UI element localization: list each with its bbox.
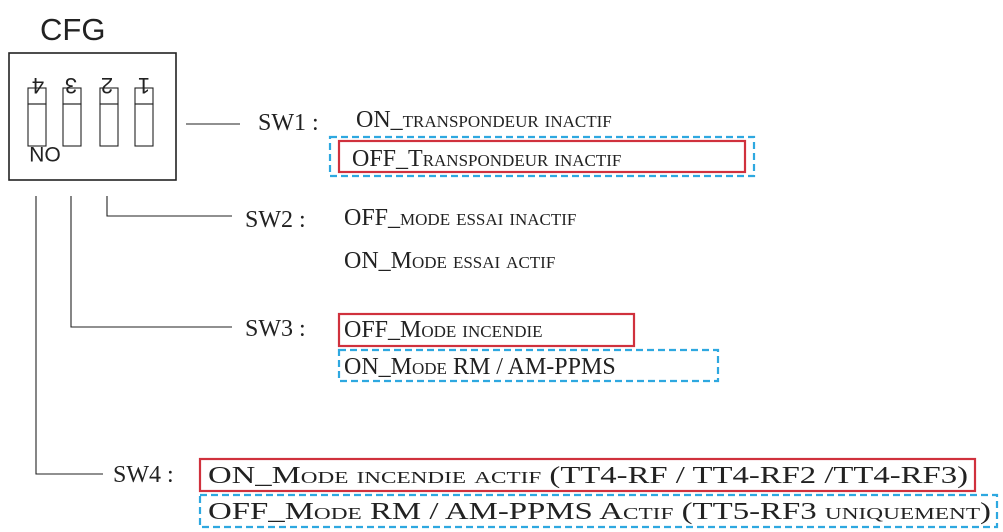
sw3-option-off-selected-box	[337, 312, 636, 348]
sw2-label: SW2 :	[245, 207, 306, 233]
sw2-option-on: ON_Mode essai actif	[344, 248, 555, 274]
sw4-option-on: ON_Mode incendie actif (TT4-RF / TT4-RF2…	[208, 463, 968, 489]
switch-number-2: 2	[101, 73, 113, 98]
switch-number-3: 3	[65, 73, 77, 98]
sw4-option-on-selected-box	[198, 457, 977, 493]
sw1-option-off-dashed-box	[328, 135, 756, 178]
sw3-option-off: OFF_Mode incendie	[344, 317, 543, 343]
switch-number-1: 1	[138, 73, 150, 98]
sw4-group: SW4 : ON_Mode incendie actif (TT4-RF / T…	[113, 457, 999, 529]
cfg-title: CFG	[40, 12, 105, 47]
leader-lines	[35, 123, 240, 475]
switch-number-4: 4	[32, 73, 44, 98]
sw3-label: SW3 :	[245, 316, 306, 342]
switch-slots	[27, 87, 154, 147]
sw1-label: SW1 :	[258, 110, 319, 136]
switch-2-slot	[99, 103, 119, 147]
sw1-group: SW1 : ON_transpondeur inactif OFF_Transp…	[258, 107, 756, 178]
sw1-option-on: ON_transpondeur inactif	[356, 107, 612, 133]
on-label: ON	[29, 142, 61, 165]
sw3-option-on-dashed-box	[337, 348, 720, 383]
sw1-option-off-selected-box	[337, 139, 747, 174]
sw4-option-off-dashed-box	[198, 493, 999, 529]
leader-sw4	[35, 196, 103, 475]
sw4-label: SW4 :	[113, 462, 174, 488]
sw3-option-on: ON_Mode RM / AM-PPMS	[344, 354, 616, 380]
leader-sw2	[106, 196, 232, 217]
sw4-option-off: OFF_Mode RM / AM-PPMS Actif (TT5-RF3 uni…	[208, 499, 991, 525]
switch-1-slot	[134, 103, 154, 147]
sw2-group: SW2 : OFF_mode essai inactif ON_Mode ess…	[245, 205, 576, 274]
sw2-option-off: OFF_mode essai inactif	[344, 205, 576, 231]
switch-4-slot	[27, 103, 47, 147]
switch-numbers: 4 3 2 1	[32, 73, 150, 98]
sw1-option-off: OFF_Transpondeur inactif	[352, 146, 621, 172]
dip-switch-body	[8, 52, 177, 181]
leader-sw3	[70, 196, 232, 328]
switch-3-slot	[62, 103, 82, 147]
sw3-group: SW3 : OFF_Mode incendie ON_Mode RM / AM-…	[245, 312, 720, 383]
